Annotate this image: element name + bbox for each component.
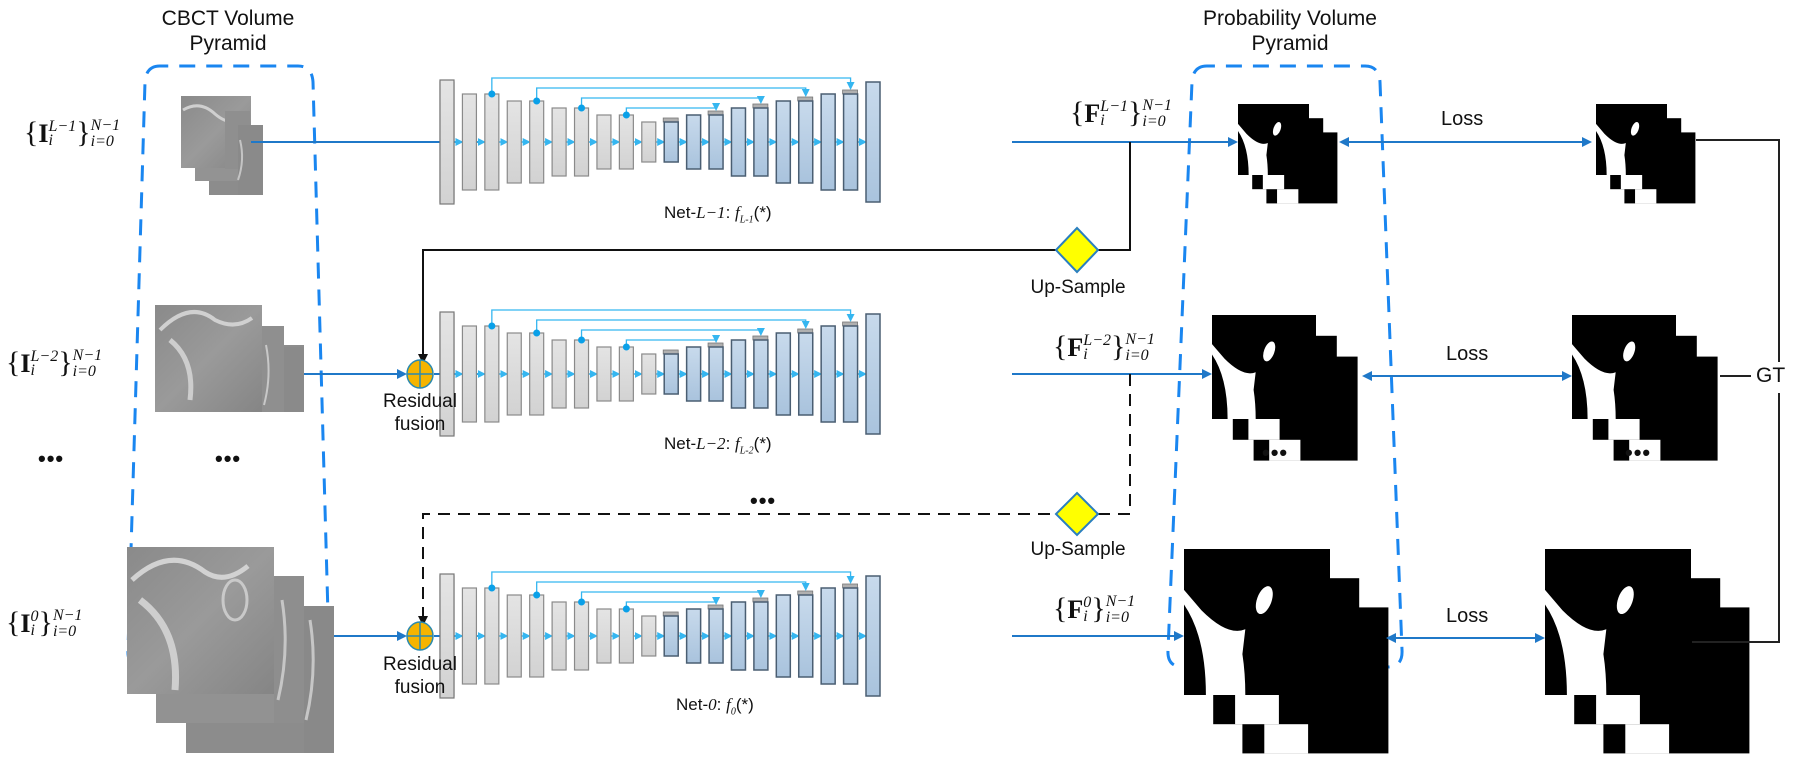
upsample-connector-L-2-to-0 — [418, 374, 1131, 626]
residual-label-line2: fusion — [394, 414, 446, 435]
network-label-L-2: Net-L−2: fL-2(*) — [664, 434, 772, 457]
loss-label-0: Loss — [1446, 605, 1489, 627]
network-label-0: Net-0: f0(*) — [676, 695, 754, 718]
gt-bracket — [1692, 139, 1780, 643]
upsample-label-2: Up-Sample — [1030, 539, 1126, 560]
unet-level-L-2 — [439, 309, 881, 437]
upsample-label-1: Up-Sample — [1030, 277, 1126, 298]
residual-label-line1: Residual — [383, 391, 457, 412]
residual-label-line1: Residual — [383, 654, 457, 675]
ellipsis-gt: ••• — [1625, 440, 1652, 465]
prob-title-line2: Pyramid — [1251, 32, 1329, 55]
network-label-L-1: Net-L−1: fL-1(*) — [664, 203, 772, 226]
unet-level-0 — [439, 571, 881, 699]
ellipsis-inputs: ••• — [38, 446, 65, 471]
residual-fusion-node-1 — [406, 359, 434, 389]
residual-fusion-label-2: Residual fusion — [375, 653, 465, 699]
residual-fusion-label-1: Residual fusion — [375, 390, 465, 436]
cbct-title-line2: Pyramid — [189, 32, 267, 55]
cbct-title-line1: CBCT Volume — [161, 7, 295, 30]
ground-truth-volume-level-L-2 — [1572, 315, 1718, 461]
ellipsis-predictions: ••• — [1262, 440, 1289, 465]
probability-volume-level-L-1 — [1238, 104, 1338, 204]
upsample-connector-L-1-to-L-2 — [418, 142, 1131, 364]
residual-fusion-node-2 — [406, 621, 434, 651]
ellipsis-networks: ••• — [750, 488, 777, 513]
cbct-volume-level-L-1 — [181, 96, 263, 195]
gt-label: GT — [1756, 364, 1786, 387]
residual-label-line2: fusion — [394, 677, 446, 698]
prob-title-line1: Probability Volume — [1203, 7, 1377, 30]
loss-label-L-2: Loss — [1446, 343, 1489, 365]
loss-label-L-1: Loss — [1441, 108, 1484, 130]
ground-truth-volume-level-0 — [1545, 549, 1750, 754]
cbct-pyramid-title: CBCT Volume Pyramid — [148, 6, 308, 56]
ground-truth-volume-level-L-1 — [1596, 104, 1696, 204]
upsample-diamond-2 — [1054, 491, 1100, 537]
probability-volume-level-0 — [1184, 549, 1389, 754]
cbct-volume-level-0 — [127, 547, 334, 753]
cbct-volume-level-L-2 — [155, 305, 304, 412]
ellipsis-cbct: ••• — [215, 446, 242, 471]
probability-volume-level-L-2 — [1212, 315, 1358, 461]
probability-pyramid-title: Probability Volume Pyramid — [1165, 6, 1415, 56]
unet-level-L-1 — [439, 77, 881, 205]
upsample-diamond-1 — [1054, 226, 1100, 274]
